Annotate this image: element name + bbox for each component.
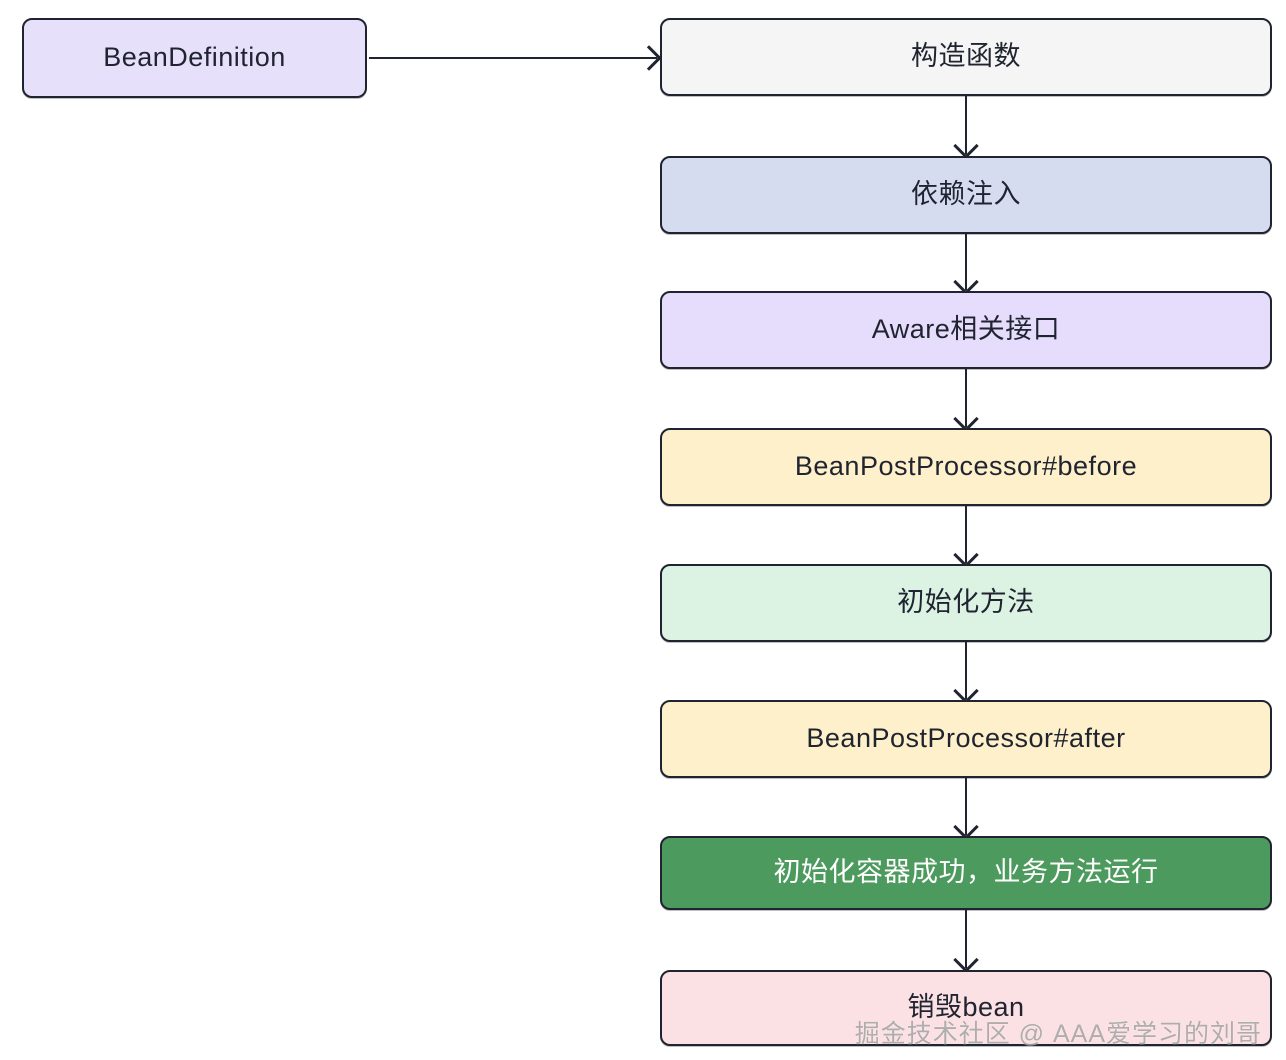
arrow-container-ok-to-destroy	[965, 910, 967, 968]
node-beandefinition[interactable]: BeanDefinition	[22, 18, 367, 98]
arrow-beandefinition-to-constructor	[369, 57, 657, 59]
node-destroy-bean[interactable]: 销毁bean	[660, 970, 1272, 1046]
node-aware-interfaces[interactable]: Aware相关接口	[660, 291, 1272, 369]
node-beandefinition-label: BeanDefinition	[103, 42, 286, 73]
node-aware-interfaces-label: Aware相关接口	[871, 314, 1061, 345]
node-dependency-injection-label: 依赖注入	[911, 179, 1021, 210]
arrow-bpp-after-to-container-ok	[965, 778, 967, 835]
node-dependency-injection[interactable]: 依赖注入	[660, 156, 1272, 234]
node-init-method-label: 初始化方法	[897, 587, 1035, 618]
node-container-initialized[interactable]: 初始化容器成功，业务方法运行	[660, 836, 1272, 910]
arrow-init-method-to-bpp-after	[965, 642, 967, 699]
node-constructor[interactable]: 构造函数	[660, 18, 1272, 96]
node-constructor-label: 构造函数	[911, 41, 1021, 72]
node-beanpostprocessor-after[interactable]: BeanPostProcessor#after	[660, 700, 1272, 778]
node-container-initialized-label: 初始化容器成功，业务方法运行	[773, 857, 1159, 888]
node-beanpostprocessor-before[interactable]: BeanPostProcessor#before	[660, 428, 1272, 506]
arrow-bpp-before-to-init-method	[965, 506, 967, 563]
node-destroy-bean-label: 销毁bean	[907, 992, 1025, 1023]
node-init-method[interactable]: 初始化方法	[660, 564, 1272, 642]
arrow-di-to-aware	[965, 234, 967, 290]
node-beanpostprocessor-before-label: BeanPostProcessor#before	[794, 451, 1138, 482]
arrow-constructor-to-di	[965, 96, 967, 154]
node-beanpostprocessor-after-label: BeanPostProcessor#after	[806, 723, 1126, 754]
arrow-aware-to-bpp-before	[965, 369, 967, 427]
